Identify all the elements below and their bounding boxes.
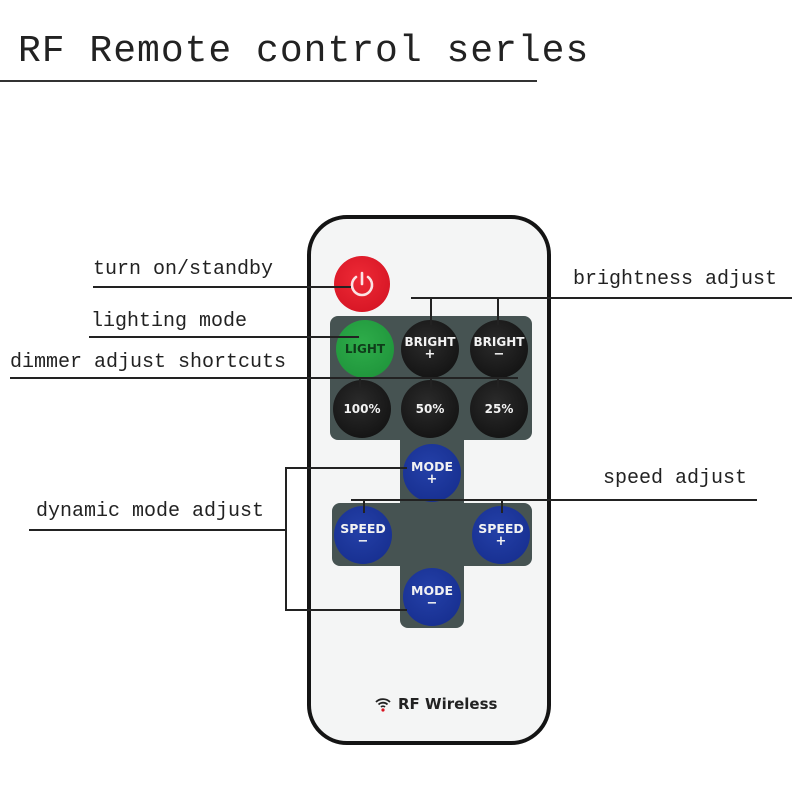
plus-icon: +: [495, 533, 507, 549]
annotation-dynamic-mode: dynamic mode adjust: [36, 500, 265, 523]
leader-line-turn-on: [93, 286, 351, 288]
annotation-dimmer: dimmer adjust shortcuts: [10, 351, 287, 374]
wifi-signal-icon: [375, 698, 391, 712]
leader-line-dimmer: [10, 377, 518, 379]
bright-minus-label: BRIGHT: [473, 334, 525, 349]
dim-100-label: 100%: [343, 401, 381, 416]
brand-text: RF Wireless: [398, 695, 498, 713]
dim-25-label: 25%: [484, 401, 514, 416]
leader-line-dynamic-mode: [29, 529, 286, 531]
annotation-lighting-mode: lighting mode: [91, 310, 248, 333]
minus-icon: −: [357, 533, 369, 549]
dim-100-button[interactable]: 100%: [333, 380, 391, 438]
leader-line-mode-minus: [285, 609, 407, 611]
plus-icon: +: [426, 471, 438, 487]
leader-line-brightness: [411, 297, 792, 299]
speed-minus-button[interactable]: SPEED −: [334, 506, 392, 564]
annotation-turn-on: turn on/standby: [93, 258, 274, 281]
minus-icon: −: [493, 347, 505, 363]
power-icon: [350, 271, 374, 297]
leader-tick-bright-plus: [430, 297, 432, 325]
leader-tick-50: [430, 377, 432, 389]
speed-plus-button[interactable]: SPEED +: [472, 506, 530, 564]
minus-icon: −: [426, 595, 438, 611]
leader-tick-bright-minus: [497, 297, 499, 325]
mode-minus-button[interactable]: MODE −: [403, 568, 461, 626]
bright-plus-button[interactable]: BRIGHT +: [401, 320, 459, 378]
mode-plus-label: MODE: [411, 458, 453, 474]
plus-icon: +: [424, 347, 436, 363]
annotation-speed: speed adjust: [603, 467, 748, 490]
leader-tick-speed-plus: [501, 499, 503, 513]
leader-line-lighting-mode: [89, 336, 359, 338]
leader-bracket-dynamic-mode: [285, 467, 287, 610]
power-button[interactable]: [334, 256, 390, 312]
dim-25-button[interactable]: 25%: [470, 380, 528, 438]
speed-minus-label: SPEED: [340, 520, 386, 536]
mode-minus-label: MODE: [411, 582, 453, 598]
page-title: RF Remote control serles: [18, 30, 590, 73]
leader-tick-speed-minus: [363, 499, 365, 513]
dim-50-button[interactable]: 50%: [401, 380, 459, 438]
leader-tick-25: [497, 377, 499, 389]
speed-plus-label: SPEED: [478, 520, 524, 536]
title-underline: [0, 80, 537, 82]
leader-line-mode-plus: [285, 467, 407, 469]
brand-label: RF Wireless: [374, 695, 497, 713]
leader-tick-100: [359, 377, 361, 389]
light-button[interactable]: LIGHT: [336, 320, 394, 378]
annotation-brightness: brightness adjust: [573, 268, 778, 291]
light-button-label: LIGHT: [344, 341, 386, 356]
bright-plus-label: BRIGHT: [404, 334, 456, 349]
mode-plus-button[interactable]: MODE +: [403, 444, 461, 502]
bright-minus-button[interactable]: BRIGHT −: [470, 320, 528, 378]
dim-50-label: 50%: [415, 401, 445, 416]
leader-line-speed: [351, 499, 757, 501]
